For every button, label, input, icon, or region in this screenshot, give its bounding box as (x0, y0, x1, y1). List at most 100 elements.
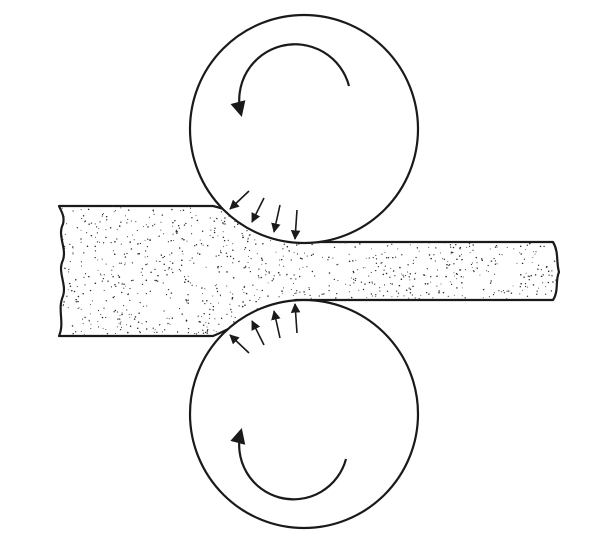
stipple-dot (453, 272, 455, 274)
stipple-dot (258, 268, 260, 270)
stipple-dot (158, 324, 161, 326)
stipple-dot (231, 315, 233, 317)
stipple-dot (181, 259, 183, 261)
stipple-dot (386, 290, 389, 292)
stipple-dot (538, 219, 540, 221)
stipple-dot (203, 312, 205, 315)
stipple-dot (458, 308, 460, 310)
stipple-dot (213, 231, 216, 234)
stipple-dot (118, 282, 120, 284)
stipple-dot (165, 294, 168, 296)
stipple-dot (152, 327, 154, 329)
stipple-dot (446, 267, 448, 269)
stipple-dot (80, 265, 82, 267)
stipple-dot (333, 246, 336, 249)
stipple-dot (258, 277, 260, 279)
stipple-dot (272, 278, 275, 280)
stipple-dot (172, 271, 174, 274)
stipple-dot (469, 252, 471, 254)
stipple-dot (157, 274, 159, 277)
stipple-dot (115, 333, 116, 334)
stipple-dot (208, 313, 211, 316)
stipple-dot (387, 317, 389, 319)
stipple-dot (112, 275, 114, 278)
stipple-dot (506, 290, 508, 292)
stipple-dot (423, 274, 426, 276)
stipple-dot (162, 282, 164, 284)
stipple-dot (169, 297, 171, 299)
stipple-dot (63, 301, 65, 303)
stipple-dot (392, 270, 395, 272)
stipple-dot (116, 228, 118, 230)
stipple-dot (178, 247, 181, 249)
stipple-dot (205, 266, 207, 268)
stipple-dot (521, 206, 524, 209)
stipple-dot (202, 293, 204, 295)
stipple-dot (527, 310, 530, 312)
stipple-dot (395, 256, 397, 258)
stipple-dot (465, 328, 467, 330)
stipple-dot (80, 261, 82, 263)
stipple-dot (508, 222, 510, 224)
stipple-dot (336, 292, 338, 295)
stipple-dot (312, 253, 314, 256)
stipple-dot (374, 283, 376, 285)
stipple-dot (445, 275, 447, 278)
stipple-dot (474, 321, 476, 323)
stipple-dot (69, 282, 71, 285)
stipple-dot (184, 281, 186, 283)
stipple-dot (154, 223, 156, 225)
stipple-dot (267, 282, 269, 284)
stipple-dot (146, 305, 148, 307)
stipple-dot (513, 310, 515, 312)
stipple-dot (101, 258, 103, 260)
stipple-dot (271, 280, 273, 282)
stipple-dot (470, 263, 473, 266)
stipple-dot (327, 259, 329, 261)
stipple-dot (517, 217, 519, 219)
stipple-dot (145, 279, 148, 282)
stipple-dot (119, 318, 121, 320)
stipple-dot (120, 326, 123, 328)
stipple-dot (461, 287, 463, 289)
stipple-dot (441, 221, 443, 223)
stipple-dot (146, 255, 148, 257)
stipple-dot (398, 305, 400, 307)
stipple-dot (88, 319, 90, 322)
stipple-dot (355, 277, 357, 280)
stipple-dot (82, 318, 84, 320)
stipple-dot (509, 216, 511, 218)
stipple-dot (533, 213, 536, 215)
stipple-dot (490, 320, 492, 322)
stipple-dot (438, 329, 440, 331)
stipple-dot (502, 290, 505, 292)
stipple-dot (375, 311, 377, 313)
stipple-dot (63, 247, 66, 249)
stipple-dot (430, 305, 431, 307)
stipple-dot (310, 254, 313, 257)
stipple-dot (232, 262, 234, 264)
stipple-dot (80, 308, 82, 310)
stipple-dot (519, 286, 521, 288)
stipple-dot (206, 326, 208, 328)
pressure-arrow-icon (271, 204, 281, 233)
upper-roll (188, 13, 420, 245)
stipple-dot (219, 295, 221, 297)
stipple-dot (238, 305, 240, 307)
stipple-dot (426, 268, 428, 270)
stipple-dot (489, 207, 491, 209)
stipple-dot (457, 258, 459, 260)
stipple-dot (202, 244, 204, 246)
stipple-dot (249, 299, 251, 302)
stipple-dot (420, 217, 423, 219)
stipple-dot (95, 236, 96, 238)
stipple-dot (82, 293, 84, 295)
stipple-dot (212, 236, 214, 239)
stipple-dot (114, 309, 117, 312)
stipple-dot (407, 312, 410, 315)
stipple-dot (191, 257, 193, 259)
stipple-dot (412, 207, 414, 209)
stipple-dot (438, 291, 440, 294)
stipple-dot (295, 278, 297, 280)
stipple-dot (417, 212, 419, 214)
